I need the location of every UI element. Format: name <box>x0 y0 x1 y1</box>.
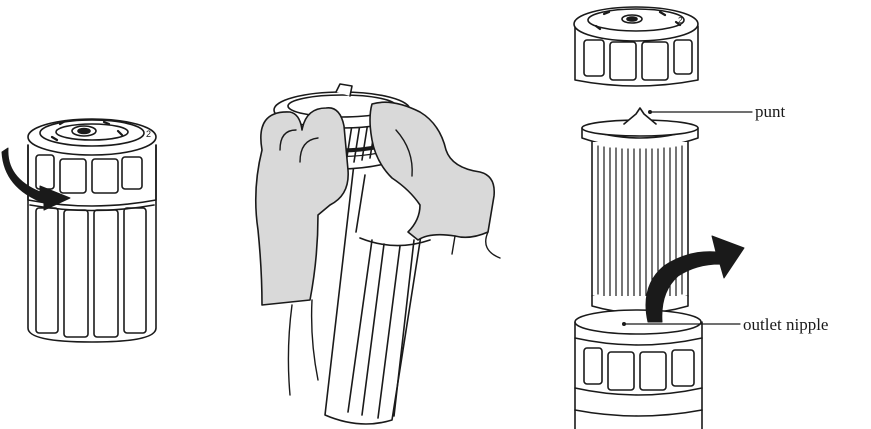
punt <box>624 108 656 124</box>
filter-housing-base <box>575 310 702 429</box>
filter-housing-closed: 2 <box>2 119 156 342</box>
filter-cartridge <box>582 108 698 320</box>
filter-cap: 2 <box>574 7 698 86</box>
cap-marking-2: 2 <box>146 129 151 139</box>
callout-outlet-nipple: outlet nipple <box>743 316 828 333</box>
cap-marking-2: 2 <box>678 16 683 25</box>
gloved-hand-icon <box>256 108 348 305</box>
callout-punt: punt <box>755 103 785 120</box>
